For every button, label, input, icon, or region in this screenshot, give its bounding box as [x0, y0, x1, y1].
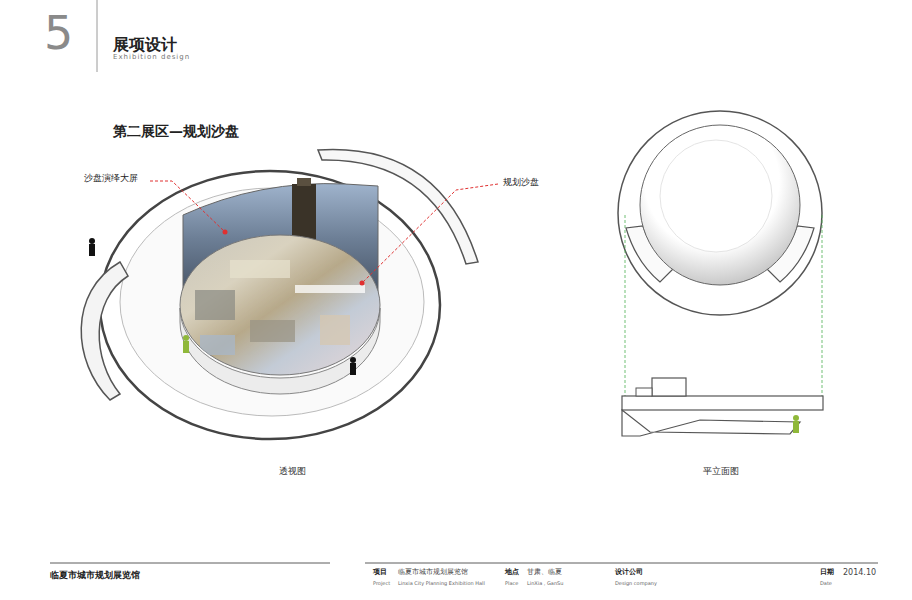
footer-value-en: LinXia , GanSu — [527, 580, 563, 586]
footer-value: 甘肃、临夏 — [527, 568, 562, 576]
footer-value: 临夏市城市规划展览馆 — [398, 568, 468, 576]
footer-project-name: 临夏市城市规划展览馆 — [50, 570, 140, 581]
perspective-view — [81, 150, 498, 440]
footer-field-en: Place — [505, 580, 518, 586]
callout-label: 规划沙盘 — [503, 177, 539, 188]
footer-field: 日期 — [820, 568, 834, 576]
section-title: 第二展区—规划沙盘 — [113, 123, 239, 140]
footer-rule — [50, 563, 330, 564]
page-title: 展项设计 — [113, 35, 177, 54]
footer-field: 项目 — [373, 568, 387, 576]
subtitle: Exhibition design — [113, 53, 190, 61]
footer-value-en: Linxia City Planning Exhibition Hall — [398, 580, 485, 586]
footer-field: 地点 — [505, 568, 519, 576]
footer-field-en: Design company — [615, 580, 657, 586]
callout-label: 沙盘演绎大屏 — [84, 173, 138, 184]
view-caption: 平立面图 — [703, 466, 739, 477]
section-number: 5 — [44, 6, 73, 61]
footer-value: 2014.10 — [843, 568, 876, 578]
footer-field-en: Date — [820, 580, 832, 586]
footer-field: 设计公司 — [615, 568, 643, 576]
leader-line — [150, 181, 225, 232]
leader-line — [362, 184, 498, 283]
header-rule — [97, 0, 98, 72]
view-caption: 透视图 — [279, 466, 306, 477]
plan-elevation-view — [618, 111, 823, 436]
footer-rule — [365, 563, 878, 564]
footer-field-en: Project — [373, 580, 390, 586]
